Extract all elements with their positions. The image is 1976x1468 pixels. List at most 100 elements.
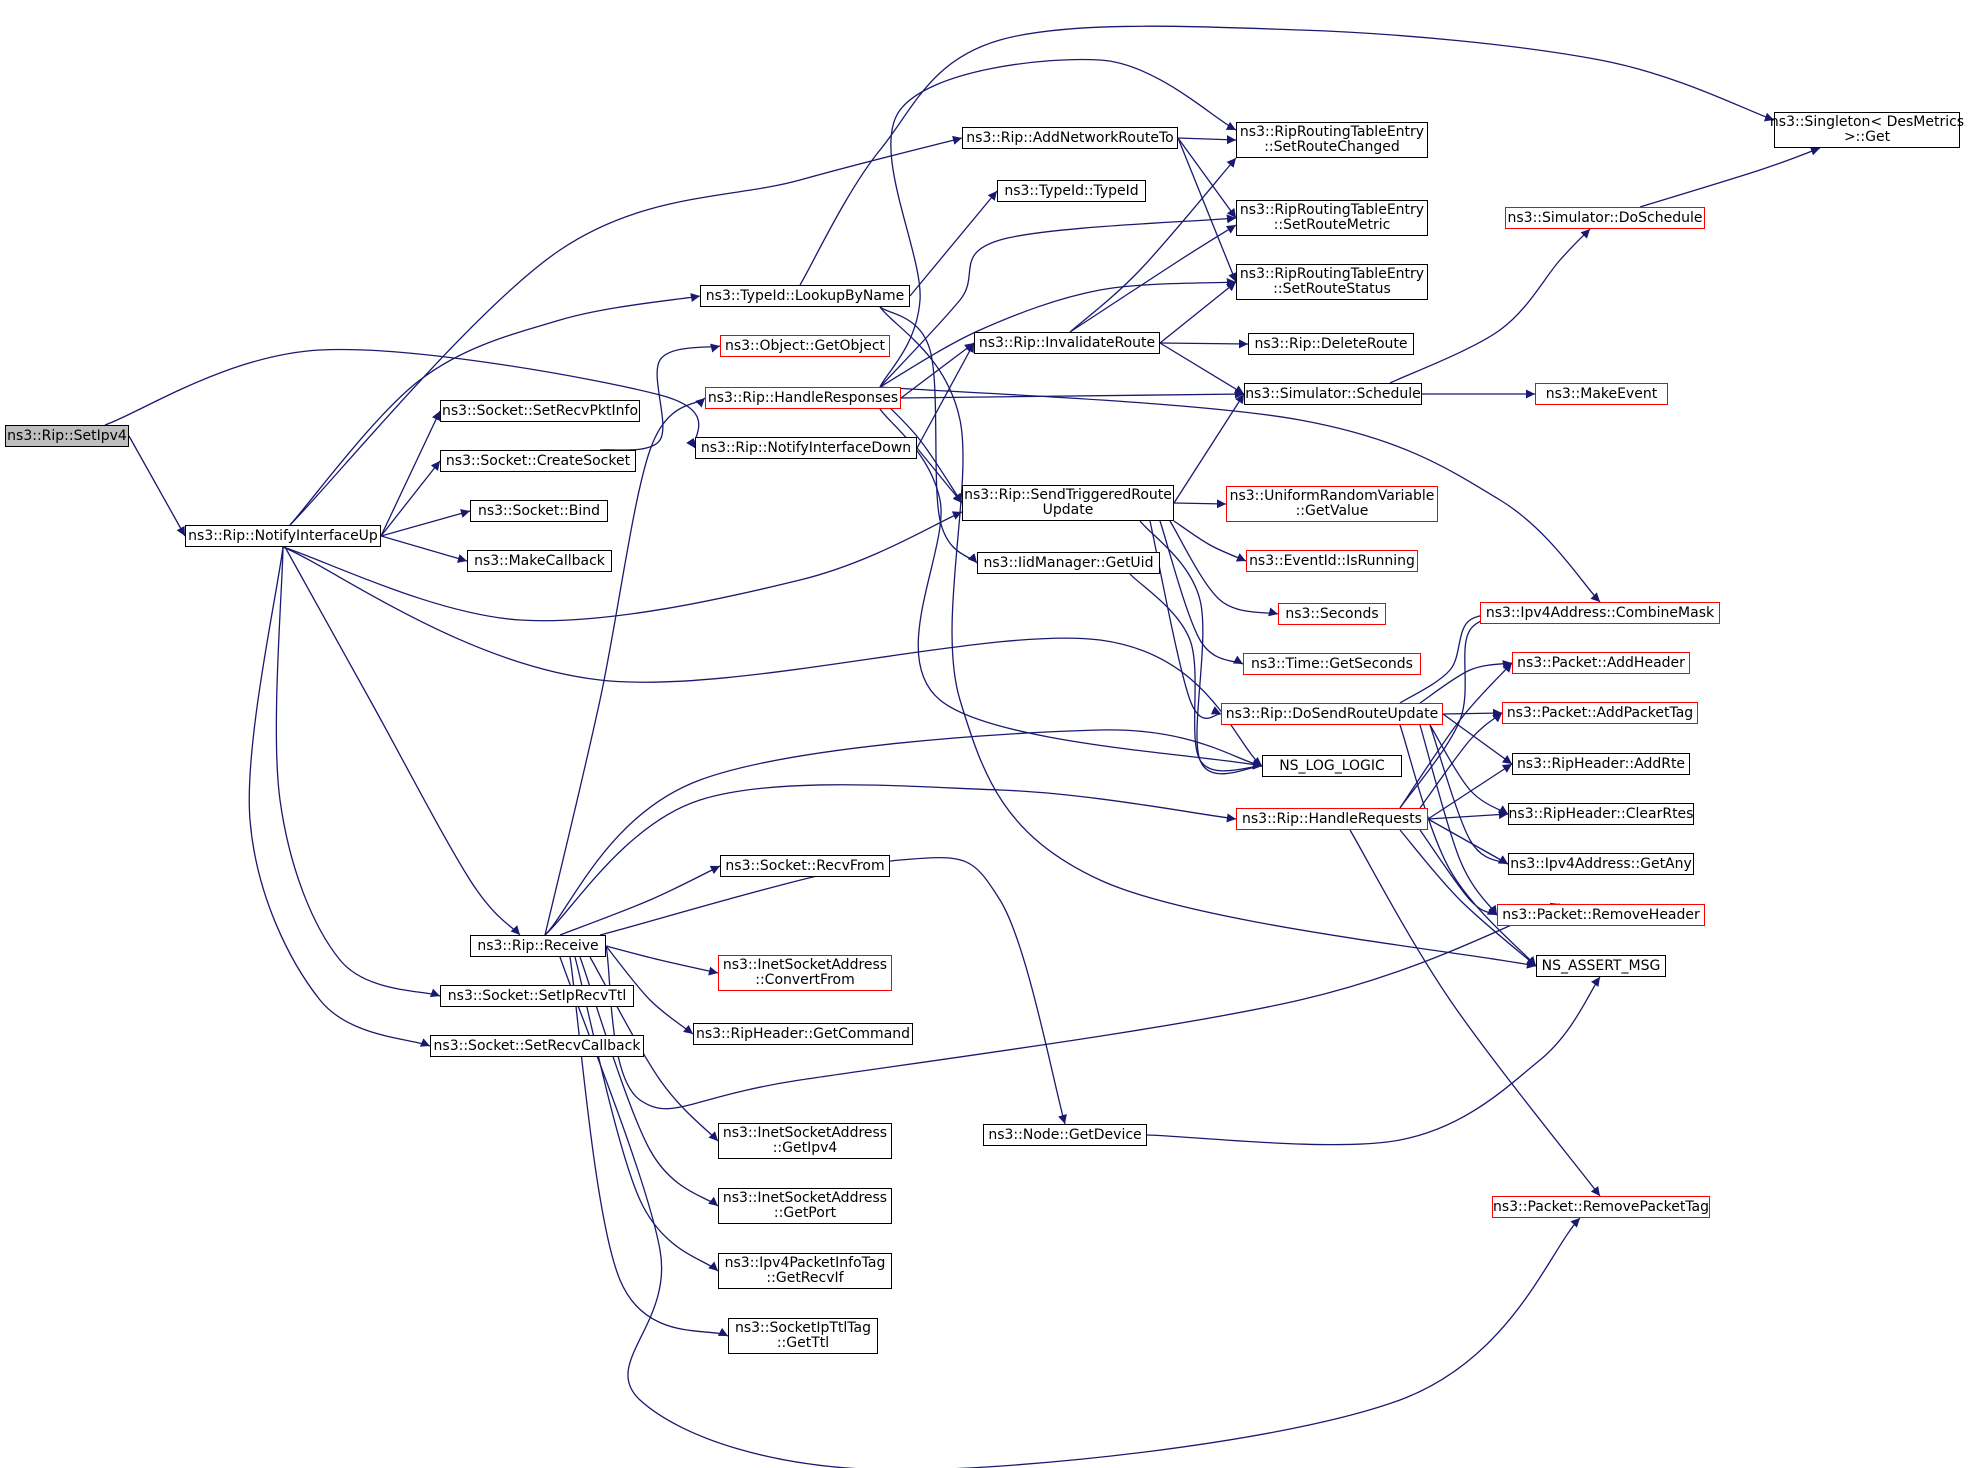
node-label: ns3::Node::GetDevice bbox=[988, 1126, 1142, 1143]
node-label: ns3::SocketIpTtlTag bbox=[734, 1320, 871, 1336]
node-label: ns3::IidManager::GetUid bbox=[983, 554, 1154, 571]
node-label: ns3::RipHeader::ClearRtes bbox=[1508, 805, 1694, 822]
node-addheader[interactable]: ns3::Packet::AddHeader bbox=[1512, 652, 1690, 674]
node-getcommand[interactable]: ns3::RipHeader::GetCommand bbox=[693, 1023, 913, 1045]
node-setipv4[interactable]: ns3::Rip::SetIpv4 bbox=[5, 425, 129, 447]
edge-receive-to-handlereq bbox=[544, 784, 1237, 936]
node-label: ns3::Packet::AddHeader bbox=[1517, 654, 1685, 671]
node-label: ::GetPort bbox=[773, 1205, 837, 1221]
node-dosend[interactable]: ns3::Rip::DoSendRouteUpdate bbox=[1221, 703, 1443, 725]
edge-notifyup-to-setiprecvttl bbox=[275, 546, 441, 998]
node-label: ns3::Rip::NotifyInterfaceDown bbox=[700, 439, 912, 456]
node-label: ns3::MakeCallback bbox=[474, 552, 605, 569]
edge-receive-to-handleresp bbox=[544, 397, 706, 936]
node-createsock[interactable]: ns3::Socket::CreateSocket bbox=[440, 450, 636, 472]
node-inetgetipv4[interactable]: ns3::InetSocketAddress::GetIpv4 bbox=[718, 1123, 892, 1159]
node-setiprecvttl[interactable]: ns3::Socket::SetIpRecvTtl bbox=[440, 985, 634, 1007]
edge-sendtrig-to-nslog bbox=[1139, 520, 1263, 775]
node-doschedule[interactable]: ns3::Simulator::DoSchedule bbox=[1505, 207, 1705, 229]
edge-receive-to-removepackettag bbox=[559, 956, 1581, 1468]
node-label: ::GetTtl bbox=[776, 1335, 830, 1351]
edge-notifyup-to-lookup bbox=[289, 293, 701, 526]
node-label: ns3::RipRoutingTableEntry bbox=[1239, 266, 1425, 282]
node-label: ns3::Simulator::Schedule bbox=[1245, 385, 1421, 402]
node-inetgetport[interactable]: ns3::InetSocketAddress::GetPort bbox=[718, 1188, 892, 1224]
node-convertfrom[interactable]: ns3::InetSocketAddress::ConvertFrom bbox=[718, 955, 892, 991]
edge-receive-to-convertfrom bbox=[605, 945, 719, 976]
node-label: ns3::Packet::AddPacketTag bbox=[1506, 704, 1694, 721]
node-handlereq[interactable]: ns3::Rip::HandleRequests bbox=[1236, 808, 1428, 830]
node-getdevice[interactable]: ns3::Node::GetDevice bbox=[983, 1124, 1147, 1146]
node-setrecvpkt[interactable]: ns3::Socket::SetRecvPktInfo bbox=[440, 400, 640, 422]
node-label: ns3::Socket::SetRecvCallback bbox=[433, 1037, 641, 1054]
node-addrte[interactable]: ns3::RipHeader::AddRte bbox=[1512, 753, 1690, 775]
node-typeid[interactable]: ns3::TypeId::TypeId bbox=[997, 180, 1146, 202]
node-label: ns3::Rip::SendTriggeredRoute bbox=[964, 487, 1172, 503]
node-notifydown[interactable]: ns3::Rip::NotifyInterfaceDown bbox=[695, 437, 917, 459]
node-invalidate[interactable]: ns3::Rip::InvalidateRoute bbox=[974, 332, 1160, 354]
node-label: ns3::MakeEvent bbox=[1545, 385, 1658, 402]
node-lookup[interactable]: ns3::TypeId::LookupByName bbox=[700, 285, 910, 307]
node-uniform[interactable]: ns3::UniformRandomVariable::GetValue bbox=[1226, 486, 1438, 522]
node-getobject[interactable]: ns3::Object::GetObject bbox=[720, 335, 890, 357]
node-addpackettag[interactable]: ns3::Packet::AddPacketTag bbox=[1502, 702, 1698, 724]
node-label: ns3::EventId::IsRunning bbox=[1249, 552, 1415, 569]
node-seconds[interactable]: ns3::Seconds bbox=[1278, 603, 1386, 625]
node-setrecvcb[interactable]: ns3::Socket::SetRecvCallback bbox=[430, 1035, 644, 1057]
node-recvfrom[interactable]: ns3::Socket::RecvFrom bbox=[720, 855, 890, 877]
node-label: ns3::Rip::DoSendRouteUpdate bbox=[1225, 705, 1439, 722]
node-getttl[interactable]: ns3::SocketIpTtlTag::GetTtl bbox=[728, 1318, 878, 1354]
edge-dosend-to-addrte bbox=[1442, 713, 1513, 765]
node-makeevent[interactable]: ns3::MakeEvent bbox=[1535, 383, 1668, 405]
node-label: >::Get bbox=[1843, 129, 1891, 145]
node-getany[interactable]: ns3::Ipv4Address::GetAny bbox=[1508, 853, 1694, 875]
node-makecb[interactable]: ns3::MakeCallback bbox=[467, 550, 612, 572]
edge-handlereq-to-addrte bbox=[1427, 763, 1513, 820]
node-label: ns3::Socket::CreateSocket bbox=[445, 452, 631, 469]
edge-notifyup-to-createsock bbox=[380, 460, 441, 537]
node-removeheader[interactable]: ns3::Packet::RemoveHeader bbox=[1497, 904, 1705, 926]
node-label: ns3::InetSocketAddress bbox=[722, 1190, 888, 1206]
edge-handleresp-to-setmetric bbox=[879, 214, 1237, 388]
edge-lookup-to-iidget bbox=[879, 306, 978, 564]
node-nsassert[interactable]: NS_ASSERT_MSG bbox=[1536, 955, 1666, 977]
node-addnet[interactable]: ns3::Rip::AddNetworkRouteTo bbox=[962, 127, 1178, 149]
node-iidget[interactable]: ns3::IidManager::GetUid bbox=[977, 552, 1160, 574]
node-setstatus[interactable]: ns3::RipRoutingTableEntry::SetRouteStatu… bbox=[1236, 264, 1428, 300]
node-label: ns3::UniformRandomVariable bbox=[1229, 488, 1435, 504]
node-label: ns3::Ipv4Address::GetAny bbox=[1510, 855, 1692, 872]
node-isrunning[interactable]: ns3::EventId::IsRunning bbox=[1246, 550, 1418, 572]
edge-setipv4-to-notifydown bbox=[104, 348, 700, 449]
node-removepackettag[interactable]: ns3::Packet::RemovePacketTag bbox=[1492, 1196, 1710, 1218]
node-schedule[interactable]: ns3::Simulator::Schedule bbox=[1244, 383, 1422, 405]
node-combinemask[interactable]: ns3::Ipv4Address::CombineMask bbox=[1480, 602, 1720, 624]
edge-invalidate-to-setstatus bbox=[1159, 281, 1237, 344]
node-nslog[interactable]: NS_LOG_LOGIC bbox=[1262, 755, 1402, 777]
node-label: ns3::Rip::DeleteRoute bbox=[1254, 335, 1408, 352]
edge-receive-to-recvfrom bbox=[559, 865, 721, 936]
edge-dosend-to-getany bbox=[1429, 724, 1509, 865]
node-setmetric[interactable]: ns3::RipRoutingTableEntry::SetRouteMetri… bbox=[1236, 200, 1428, 236]
node-label: ns3::Rip::SetIpv4 bbox=[7, 427, 127, 444]
edge-dosend-to-removeheader bbox=[1419, 724, 1498, 916]
edge-createsock-to-getobject bbox=[599, 343, 721, 451]
edge-notifyup-to-setrecvpkt bbox=[380, 410, 441, 537]
node-receive[interactable]: ns3::Rip::Receive bbox=[470, 935, 606, 957]
edge-notifyup-to-nslog bbox=[282, 546, 1263, 767]
node-singleton[interactable]: ns3::Singleton< DesMetrics>::Get bbox=[1770, 112, 1964, 148]
node-notifyup[interactable]: ns3::Rip::NotifyInterfaceUp bbox=[185, 525, 381, 547]
node-label: NS_LOG_LOGIC bbox=[1279, 757, 1385, 774]
node-deleteroute[interactable]: ns3::Rip::DeleteRoute bbox=[1248, 333, 1414, 355]
node-bind[interactable]: ns3::Socket::Bind bbox=[470, 500, 608, 522]
node-getrecvif[interactable]: ns3::Ipv4PacketInfoTag::GetRecvIf bbox=[718, 1253, 892, 1289]
node-label: NS_ASSERT_MSG bbox=[1541, 957, 1661, 974]
edge-invalidate-to-deleteroute bbox=[1159, 339, 1249, 349]
node-getseconds[interactable]: ns3::Time::GetSeconds bbox=[1243, 653, 1421, 675]
edge-sendtrig-to-uniform bbox=[1173, 499, 1227, 509]
edge-handleresp-to-nslog bbox=[879, 408, 1263, 769]
node-clearrtes[interactable]: ns3::RipHeader::ClearRtes bbox=[1508, 803, 1694, 825]
node-handleresp[interactable]: ns3::Rip::HandleResponses bbox=[705, 387, 901, 409]
edge-dosend-to-nsassert bbox=[1399, 724, 1537, 967]
node-setchanged[interactable]: ns3::RipRoutingTableEntry::SetRouteChang… bbox=[1236, 122, 1428, 158]
